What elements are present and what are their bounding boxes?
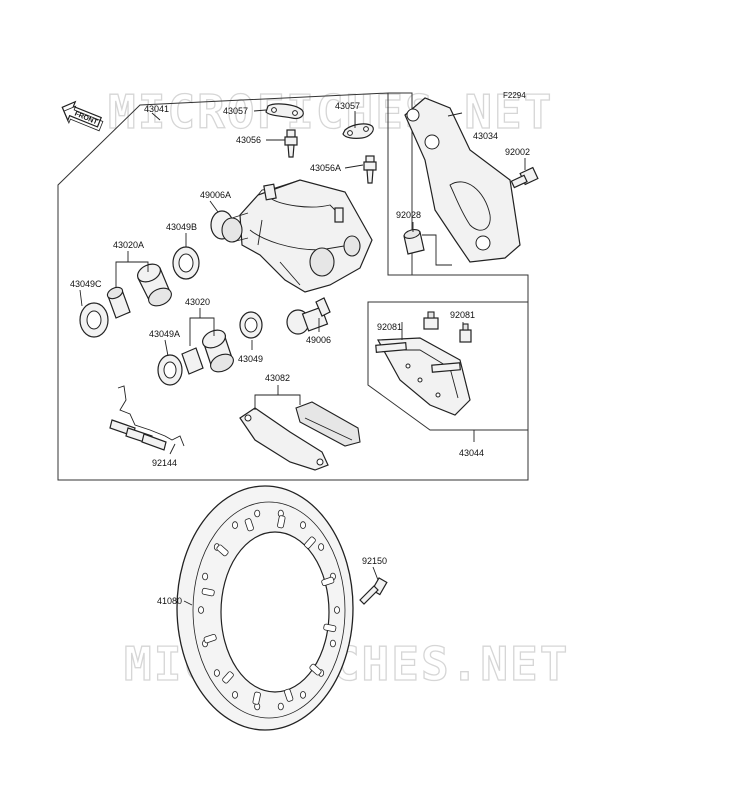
piston-43020	[181, 329, 234, 375]
part-labels: 43041 43057 43057 43056 43056A 43034 920…	[70, 101, 530, 606]
label-43057-left: 43057	[223, 106, 248, 116]
disc-slot	[244, 518, 254, 532]
pad-spring-43044	[375, 337, 471, 416]
label-49006a: 49006A	[200, 190, 231, 200]
label-43056a: 43056A	[310, 163, 341, 173]
pad-spring-92144	[109, 385, 185, 451]
label-92081-left: 92081	[377, 322, 402, 332]
caliper-bracket-43034	[404, 97, 521, 263]
label-92081-right: 92081	[450, 310, 475, 320]
label-43034: 43034	[473, 131, 498, 141]
disc-slot	[216, 544, 229, 557]
disc-hole	[333, 606, 340, 614]
disc-hole	[197, 606, 204, 614]
brake-pads-43082	[239, 401, 361, 471]
disc-hole	[231, 521, 238, 529]
leader-lines	[79, 109, 526, 606]
label-43049: 43049	[238, 354, 263, 364]
sleeve-92028	[403, 229, 425, 255]
front-arrow-icon: FRONT	[61, 100, 104, 132]
disc-hole	[231, 691, 238, 699]
label-43056: 43056	[236, 135, 261, 145]
bolt-92002	[510, 166, 539, 189]
seal-43049c	[79, 302, 109, 338]
boot-49006	[286, 297, 331, 335]
label-49006: 49006	[306, 335, 331, 345]
label-43020a: 43020A	[113, 240, 144, 250]
bolt-92150	[359, 577, 388, 605]
figure-code: F2294	[503, 91, 526, 100]
label-43049b: 43049B	[166, 222, 197, 232]
bleeder-valve-43056a	[363, 155, 377, 184]
label-92002: 92002	[505, 147, 530, 157]
seal-43049a	[157, 354, 183, 386]
caliper-body	[239, 179, 373, 293]
disc-slot	[309, 663, 322, 676]
label-92150: 92150	[362, 556, 387, 566]
bleeder-cap-43057-left	[265, 103, 304, 120]
pad-clip-92081-left	[423, 311, 439, 330]
seal-43049	[239, 311, 263, 339]
disc-hole	[277, 702, 284, 711]
disc-slot	[222, 671, 234, 684]
bleeder-cap-43057-right	[342, 123, 374, 139]
label-43041: 43041	[144, 104, 169, 114]
disc-slot	[323, 623, 337, 633]
brake-disc-41080	[176, 485, 354, 731]
label-43049a: 43049A	[149, 329, 180, 339]
label-92028: 92028	[396, 210, 421, 220]
label-43020: 43020	[185, 297, 210, 307]
label-41080: 41080	[157, 596, 182, 606]
disc-slot	[304, 536, 316, 549]
watermark-top: MICROFICHES.NET	[108, 85, 553, 139]
label-92144: 92144	[152, 458, 177, 468]
disc-slot	[277, 515, 286, 529]
seal-43049b	[172, 246, 200, 280]
leader-43041	[151, 112, 161, 121]
disc-hole	[329, 639, 336, 648]
bleeder-valve-43056	[284, 129, 298, 158]
disc-slot	[321, 576, 335, 587]
disc-slot	[201, 587, 215, 597]
label-43049c: 43049C	[70, 279, 102, 289]
disc-slot	[284, 688, 294, 702]
disc-hole	[254, 509, 261, 518]
disc-hole	[202, 572, 209, 581]
disc-hole	[299, 521, 306, 529]
disc-slot	[252, 691, 261, 705]
disc-hole	[213, 669, 220, 677]
pad-spring-frame	[367, 301, 529, 431]
disc-hole	[318, 543, 325, 551]
disc-hole	[299, 691, 306, 699]
bracket-frame	[388, 92, 413, 275]
piston-43020a	[106, 263, 172, 319]
pad-clip-92081-right	[459, 323, 472, 343]
label-43044: 43044	[459, 448, 484, 458]
disc-slot	[203, 633, 217, 644]
label-43082: 43082	[265, 373, 290, 383]
boot-49006a	[210, 210, 249, 243]
label-43057-right: 43057	[335, 101, 360, 111]
